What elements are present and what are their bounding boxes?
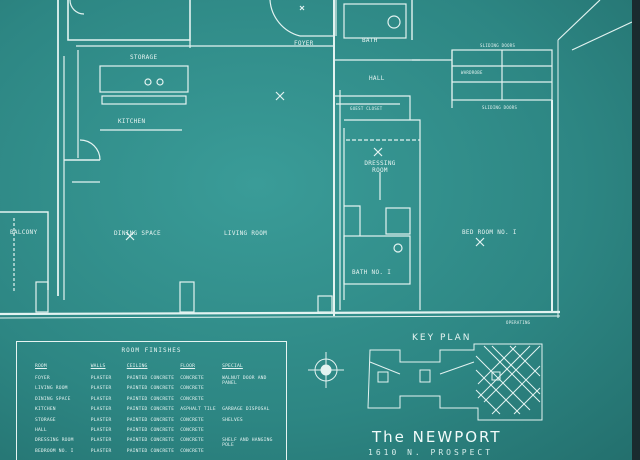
- table-cell: [222, 397, 286, 407]
- table-cell: PAINTED CONCRETE: [126, 386, 175, 392]
- room-label-living-room: LIVING ROOM: [224, 230, 268, 237]
- table-row: STORAGE PLASTER PAINTED CONCRETE CONCRET…: [35, 418, 286, 428]
- table-cell: PAINTED CONCRETE: [126, 448, 175, 454]
- column-header-special: SPECIAL: [222, 364, 243, 369]
- table-row: HALL PLASTER PAINTED CONCRETE CONCRETE: [35, 428, 286, 438]
- key-plan-title: KEY PLAN: [412, 333, 472, 343]
- table-cell: PAINTED CONCRETE: [126, 396, 175, 402]
- table-cell: PAINTED CONCRETE: [126, 417, 175, 423]
- table-cell: [222, 428, 286, 438]
- column-header-floor: FLOOR: [180, 364, 196, 369]
- photo-edge: [632, 0, 640, 460]
- table-row: DRESSING ROOM PLASTER PAINTED CONCRETE C…: [35, 438, 286, 448]
- room-label-balcony: BALCONY: [10, 229, 38, 236]
- table-cell: DRESSING ROOM: [35, 438, 74, 444]
- table-cell: CONCRETE: [180, 427, 204, 433]
- table-cell: PAINTED CONCRETE: [126, 427, 175, 433]
- table-row: BEDROOM NO. I PLASTER PAINTED CONCRETE C…: [35, 449, 286, 459]
- column-header-room: ROOM: [35, 364, 47, 369]
- room-label-kitchen: KITCHEN: [118, 118, 146, 125]
- table-cell: PAINTED CONCRETE: [126, 438, 175, 444]
- table-cell: CONCRETE: [180, 386, 204, 392]
- table-cell: [222, 449, 286, 459]
- table-cell: PLASTER: [90, 438, 112, 444]
- table-cell: CONCRETE: [180, 417, 204, 423]
- annotation-operating: OPERATING: [506, 320, 531, 325]
- room-label-bath-top: BATH: [362, 37, 378, 44]
- table-cell: PLASTER: [90, 448, 112, 454]
- table-cell: PLASTER: [90, 386, 112, 392]
- column-header-walls: WALLS: [90, 364, 106, 369]
- table-cell: PLASTER: [90, 417, 112, 423]
- table-cell: DINING SPACE: [35, 396, 71, 402]
- table-cell: HALL: [35, 427, 47, 433]
- table-cell: WALNUT DOOR AND PANEL: [222, 376, 267, 387]
- table-cell: PAINTED CONCRETE: [126, 407, 175, 413]
- table-row: FOYER PLASTER PAINTED CONCRETE CONCRETE …: [35, 376, 286, 386]
- table-header-row: ROOM WALLS CEILING FLOOR SPECIAL: [35, 364, 286, 376]
- room-label-bed-room: BED ROOM NO. I: [462, 229, 517, 236]
- room-label-storage: STORAGE: [130, 54, 158, 61]
- table-cell: PLASTER: [90, 407, 112, 413]
- table-cell: PAINTED CONCRETE: [126, 376, 175, 381]
- table-cell: CONCRETE: [180, 448, 204, 454]
- room-label-dining-space: DINING SPACE: [114, 230, 161, 237]
- table-cell: BEDROOM NO. I: [35, 448, 74, 454]
- room-label-bath-1: BATH NO. I: [352, 269, 392, 276]
- table-cell: PLASTER: [90, 427, 112, 433]
- table-cell: SHELF AND HANGING POLE: [222, 438, 273, 449]
- building-address: 1610 N. PROSPECT: [368, 448, 494, 457]
- table-cell: SHELVES: [222, 417, 243, 423]
- table-row: DINING SPACE PLASTER PAINTED CONCRETE CO…: [35, 397, 286, 407]
- table-cell: GARBAGE DISPOSAL: [222, 407, 270, 413]
- room-finishes-schedule: ROOM FINISHES ROOM WALLS CEILING FLOOR S…: [16, 341, 287, 460]
- table-cell: PLASTER: [90, 376, 112, 381]
- room-label-dressing-room: DRESSING ROOM: [364, 160, 396, 175]
- table-cell: CONCRETE: [180, 376, 204, 381]
- table-cell: [222, 386, 286, 396]
- table-cell: CONCRETE: [180, 438, 204, 444]
- table-cell: CONCRETE: [180, 396, 204, 402]
- annotation-sliding-doors-bottom: SLIDING DOORS: [482, 105, 518, 110]
- table-cell: STORAGE: [35, 417, 56, 423]
- annotation-wardrobe: WARDROBE: [461, 70, 483, 75]
- room-label-hall: HALL: [369, 75, 385, 82]
- table-cell: FOYER: [35, 376, 50, 381]
- table-row: LIVING ROOM PLASTER PAINTED CONCRETE CON…: [35, 386, 286, 396]
- table-cell: KITCHEN: [35, 407, 56, 413]
- building-name: The NEWPORT: [372, 428, 502, 446]
- table-cell: PLASTER: [90, 396, 112, 402]
- room-label-foyer: FOYER: [294, 40, 314, 47]
- table-cell: LIVING ROOM: [35, 386, 68, 392]
- table-cell: ASPHALT TILE: [180, 407, 216, 413]
- column-header-ceiling: CEILING: [126, 364, 148, 369]
- annotation-sliding-doors-top: SLIDING DOORS: [480, 43, 516, 48]
- room-finishes-title: ROOM FINISHES: [121, 347, 182, 354]
- room-label-guest-closet: GUEST CLOSET: [350, 106, 383, 111]
- table-row: KITCHEN PLASTER PAINTED CONCRETE ASPHALT…: [35, 407, 286, 417]
- room-finishes-table: ROOM WALLS CEILING FLOOR SPECIAL FOYER P…: [35, 364, 286, 459]
